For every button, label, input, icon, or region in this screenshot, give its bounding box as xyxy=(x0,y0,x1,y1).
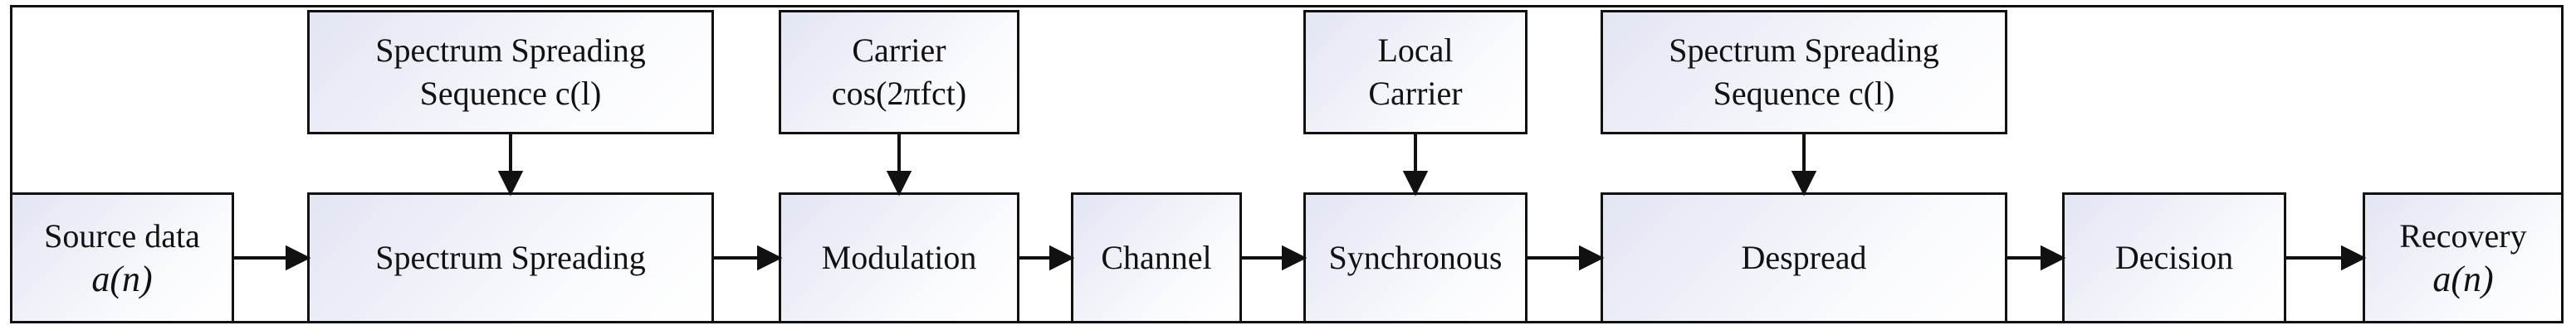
recovery-symbol: a(n) xyxy=(2432,259,2494,299)
spectrum-spreading-label: Spectrum Spreading xyxy=(375,239,646,276)
spreading-sequence-1-line2: Sequence c(l) xyxy=(419,75,602,112)
carrier-line1: Carrier xyxy=(852,32,946,69)
synchronous-block: Synchronous xyxy=(1303,192,1528,323)
despread-block: Despread xyxy=(1601,192,2007,323)
synchronous-label: Synchronous xyxy=(1328,239,1503,276)
despread-label: Despread xyxy=(1741,239,1867,276)
channel-block: Channel xyxy=(1071,192,1242,323)
decision-block: Decision xyxy=(2062,192,2286,323)
source-data-symbol: a(n) xyxy=(91,259,153,299)
spreading-sequence-2-line1: Spectrum Spreading xyxy=(1669,32,1939,69)
spreading-sequence-1-line1: Spectrum Spreading xyxy=(375,32,646,69)
local-carrier-line2: Carrier xyxy=(1368,75,1463,112)
source-data-label: Source data xyxy=(44,217,200,255)
modulation-label: Modulation xyxy=(821,239,977,276)
source-data-block: Source data a(n) xyxy=(10,192,234,323)
spreading-sequence-input-1: Spectrum Spreading Sequence c(l) xyxy=(307,10,714,134)
recovery-block: Recovery a(n) xyxy=(2363,192,2564,323)
recovery-label: Recovery xyxy=(2399,217,2527,255)
channel-label: Channel xyxy=(1101,239,1212,276)
carrier-input: Carrier cos(2πfct) xyxy=(779,10,1019,134)
spreading-sequence-input-2: Spectrum Spreading Sequence c(l) xyxy=(1601,10,2007,134)
decision-label: Decision xyxy=(2114,239,2234,276)
local-carrier-input: Local Carrier xyxy=(1303,10,1528,134)
local-carrier-line1: Local xyxy=(1377,32,1454,69)
modulation-block: Modulation xyxy=(779,192,1019,323)
carrier-formula: cos(2πfct) xyxy=(831,75,967,112)
spreading-sequence-2-line2: Sequence c(l) xyxy=(1713,75,1895,112)
